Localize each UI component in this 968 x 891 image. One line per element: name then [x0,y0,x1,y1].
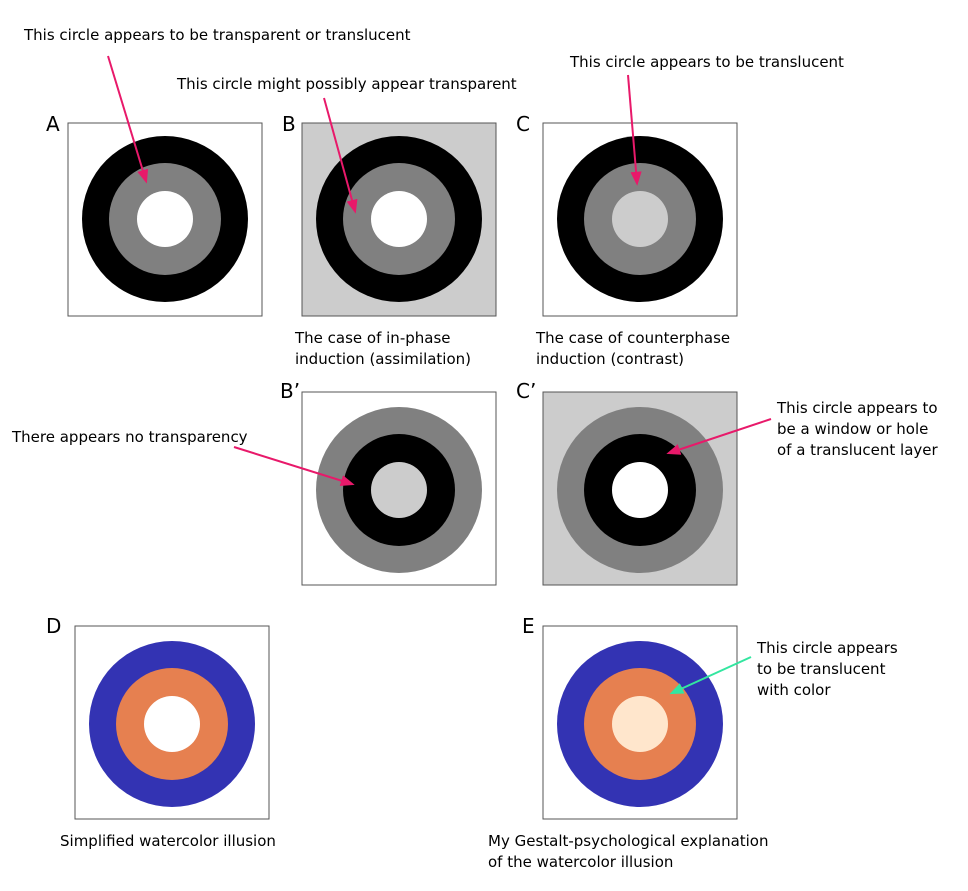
panel-letter-c-prime: C’ [516,379,536,403]
panel-d: D [46,614,270,820]
annotation-c-prime-line-1: This circle appears to [776,399,938,417]
panel-letter-e: E [522,614,535,638]
panel-letter-c: C [516,112,530,136]
caption-b-line-1: The case of in-phase [294,329,451,347]
inner-circle [137,191,193,247]
caption-c-line-1: The case of counterphase [535,329,730,347]
annotation-b-prime: There appears no transparency [11,428,248,446]
arrow-b [323,97,358,214]
arrow-c-prime [666,418,772,455]
arrow-a [107,55,149,184]
inner-circle [612,696,668,752]
inner-circle [371,462,427,518]
caption-e-line-1: My Gestalt-psychological explanation [488,832,769,850]
caption-c: The case of counterphase induction (cont… [535,329,735,368]
annotation-e-line-1: This circle appears [756,639,898,657]
arrow-e [669,656,752,695]
annotation-c-prime-line-2: be a window or hole [777,420,928,438]
annotation-c-prime: This circle appears to be a window or ho… [776,399,942,459]
panel-letter-d: D [46,614,61,638]
panel-letter-b-prime: B’ [280,379,300,403]
caption-e-line-2: of the watercolor illusion [488,853,673,871]
annotation-e-line-2: to be translucent [757,660,886,678]
inner-circle [144,696,200,752]
caption-b: The case of in-phase induction (assimila… [294,329,471,368]
panel-b-prime: B’ [280,379,497,586]
panel-letter-a: A [46,112,60,136]
annotation-e: This circle appears to be translucent wi… [756,639,903,699]
inner-circle [612,191,668,247]
inner-circle [371,191,427,247]
inner-circle [612,462,668,518]
annotation-a: This circle appears to be transparent or… [23,26,411,44]
caption-d: Simplified watercolor illusion [60,832,276,850]
caption-e: My Gestalt-psychological explanation of … [488,832,773,871]
annotation-c-prime-line-3: of a translucent layer [777,441,939,459]
annotation-c: This circle appears to be translucent [569,53,844,71]
annotation-e-line-3: with color [757,681,831,699]
panel-c: C [516,112,738,317]
arrow-c [627,74,642,186]
arrow-b-prime [233,446,355,486]
annotation-b: This circle might possibly appear transp… [176,75,517,93]
panel-c-prime: C’ [516,379,738,586]
panel-e: E [522,614,738,820]
panel-letter-b: B [282,112,296,136]
caption-b-line-2: induction (assimilation) [295,350,471,368]
panel-a: A [46,112,263,317]
caption-c-line-2: induction (contrast) [536,350,684,368]
panel-b: B [282,112,497,317]
